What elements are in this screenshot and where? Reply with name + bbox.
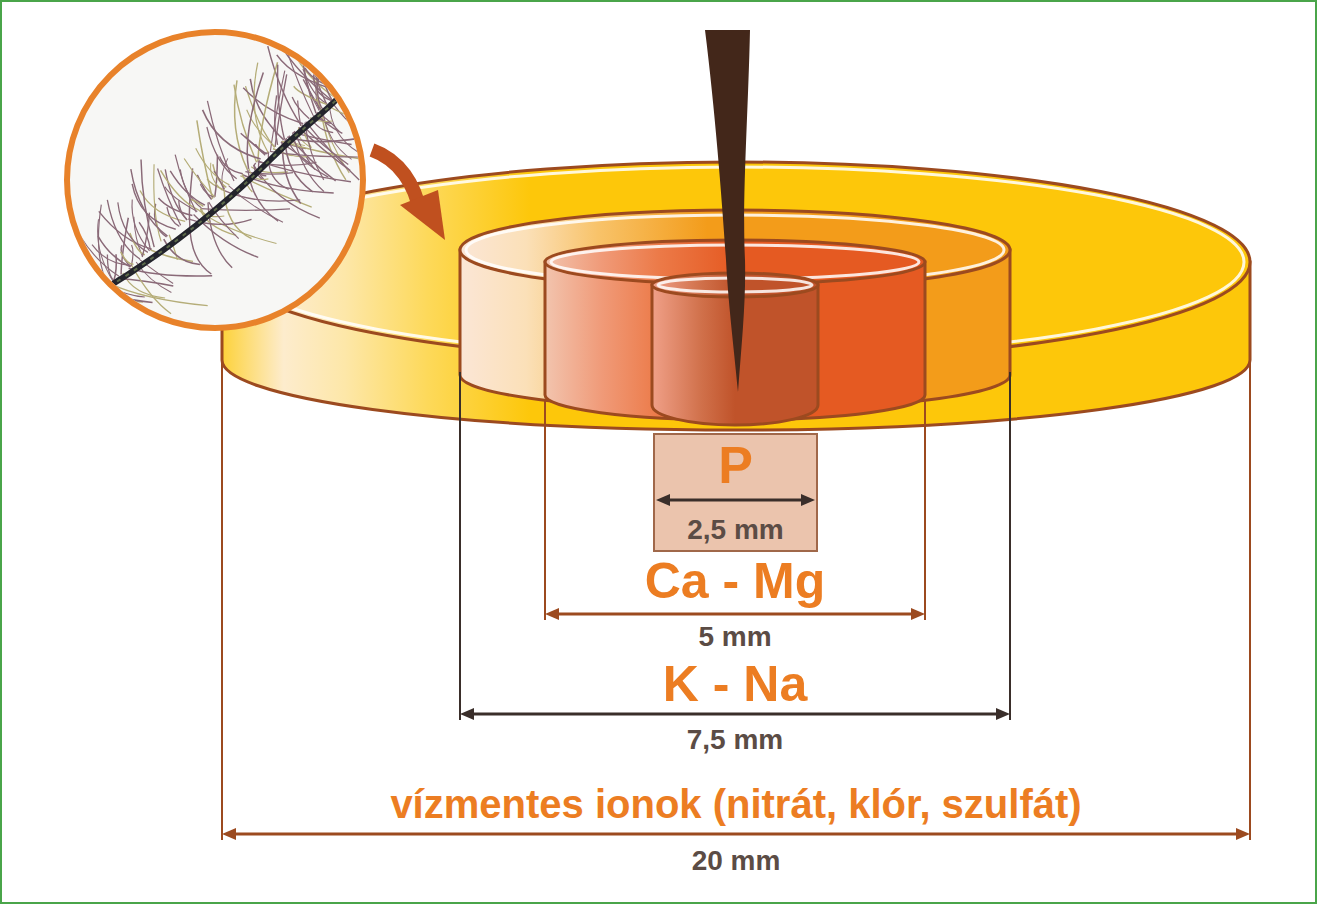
nutrient-symbol: P xyxy=(718,439,753,491)
dimension-label: 7,5 mm xyxy=(683,726,788,754)
nutrient-group: vízmentes ionok (nitrát, klór, szulfát) xyxy=(386,784,1085,824)
nutrient-group: K - Na xyxy=(659,659,811,709)
dimension-label: 2,5 mm xyxy=(687,516,784,544)
dimension-label: 20 mm xyxy=(688,847,785,875)
zone-box: P 2,5 mm xyxy=(653,433,818,552)
dimension-label: 5 mm xyxy=(694,623,775,651)
nutrient-group: Ca - Mg xyxy=(641,556,830,606)
